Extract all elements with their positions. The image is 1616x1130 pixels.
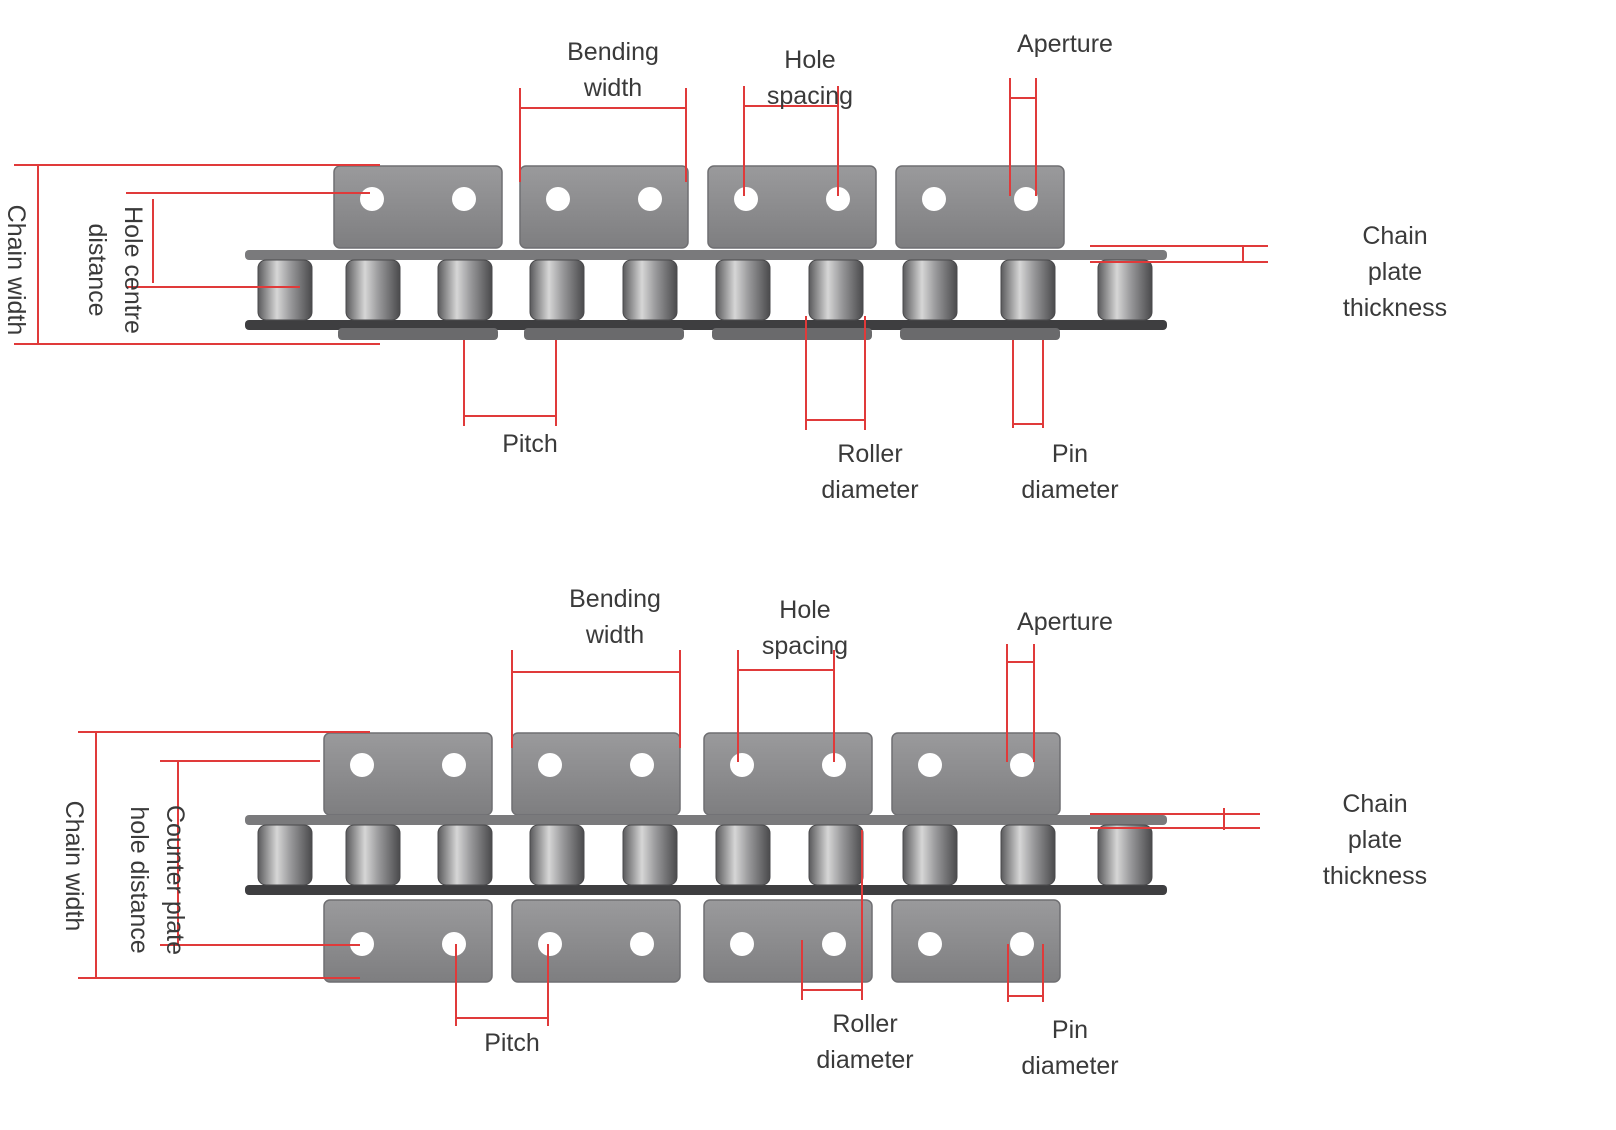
- attachment-plate-top: [703, 732, 873, 816]
- attachment-plate-bottom: [703, 899, 873, 983]
- attachment-hole: [826, 187, 850, 211]
- plate-foot: [524, 328, 684, 340]
- roller: [1097, 259, 1153, 321]
- attachment-hole: [538, 932, 562, 956]
- attachment-plate-top: [333, 165, 503, 249]
- attachment-hole: [452, 187, 476, 211]
- attachment-hole: [350, 932, 374, 956]
- attachment-plate-top: [707, 165, 877, 249]
- attachment-hole: [442, 932, 466, 956]
- roller: [902, 259, 958, 321]
- roller: [715, 259, 771, 321]
- label-chain-width-bottom: Chain width: [60, 800, 88, 932]
- attachment-hole: [822, 753, 846, 777]
- attachment-plate-bottom: [511, 899, 681, 983]
- dimension-lines-top: [14, 78, 1268, 430]
- attachment-hole: [1010, 753, 1034, 777]
- roller: [1097, 824, 1153, 886]
- roller: [529, 824, 585, 886]
- label-aperture-top: Aperture: [1017, 30, 1113, 58]
- roller: [1000, 824, 1056, 886]
- link-plate-upper: [245, 250, 1167, 260]
- attachment-hole: [546, 187, 570, 211]
- label-pitch-bottom: Pitch: [484, 1029, 540, 1057]
- label-aperture-bottom: Aperture: [1017, 608, 1113, 636]
- chain-double-attachment: [245, 732, 1167, 983]
- roller: [622, 259, 678, 321]
- attachment-hole: [822, 932, 846, 956]
- roller: [437, 824, 493, 886]
- attachment-hole: [630, 753, 654, 777]
- roller: [808, 259, 864, 321]
- attachment-hole: [442, 753, 466, 777]
- roller: [345, 259, 401, 321]
- attachment-plate-top: [895, 165, 1065, 249]
- chain-single-attachment: [245, 165, 1167, 340]
- attachment-hole: [1010, 932, 1034, 956]
- attachment-plate-bottom: [891, 899, 1061, 983]
- attachment-plate-top: [323, 732, 493, 816]
- plate-foot: [712, 328, 872, 340]
- attachment-hole: [350, 753, 374, 777]
- attachment-hole: [730, 753, 754, 777]
- link-plate-upper: [245, 815, 1167, 825]
- roller: [1000, 259, 1056, 321]
- link-plate-lower: [245, 320, 1167, 330]
- link-plate-lower: [245, 885, 1167, 895]
- roller: [529, 259, 585, 321]
- label-pitch-top: Pitch: [502, 430, 558, 458]
- roller: [345, 824, 401, 886]
- attachment-hole: [918, 753, 942, 777]
- label-chain-width-top: Chain width: [2, 204, 30, 336]
- attachment-plate-top: [511, 732, 681, 816]
- roller: [437, 259, 493, 321]
- attachment-plate-bottom: [323, 899, 493, 983]
- attachment-hole: [360, 187, 384, 211]
- dimension-lines-bottom: [78, 644, 1260, 1026]
- roller: [257, 259, 313, 321]
- roller: [715, 824, 771, 886]
- plate-foot: [338, 328, 498, 340]
- roller: [902, 824, 958, 886]
- attachment-hole: [538, 753, 562, 777]
- attachment-hole: [638, 187, 662, 211]
- roller: [622, 824, 678, 886]
- attachment-hole: [918, 932, 942, 956]
- attachment-hole: [730, 932, 754, 956]
- roller: [257, 824, 313, 886]
- attachment-hole: [734, 187, 758, 211]
- attachment-hole: [630, 932, 654, 956]
- plate-foot: [900, 328, 1060, 340]
- attachment-plate-top: [519, 165, 689, 249]
- attachment-hole: [922, 187, 946, 211]
- attachment-hole: [1014, 187, 1038, 211]
- roller: [808, 824, 864, 886]
